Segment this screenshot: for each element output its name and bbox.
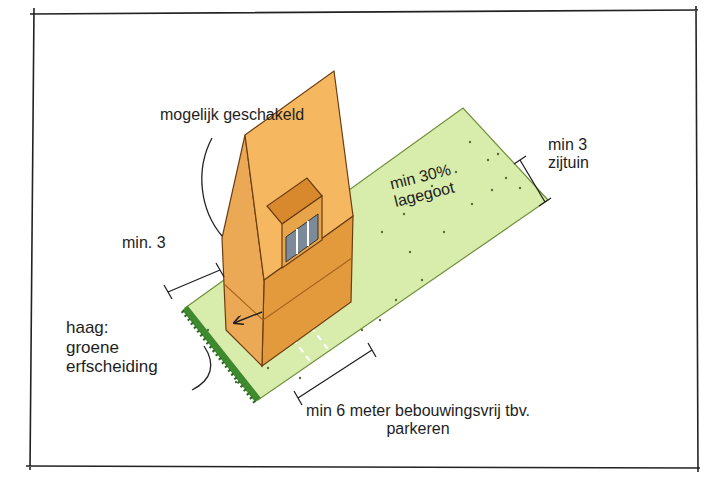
dormer-face	[282, 196, 322, 268]
sketch-frame	[26, 6, 700, 472]
plot-area	[185, 108, 548, 400]
leader-line	[202, 138, 222, 236]
annotation-label: mogelijk geschakeld	[160, 106, 420, 124]
distance-arrow	[234, 312, 262, 323]
dimension-line	[294, 343, 376, 405]
dormer-window	[286, 214, 318, 262]
leader-line	[192, 346, 211, 390]
annotation-label: min 30% lagegoot	[388, 156, 478, 212]
annotation-label: min. 3	[122, 234, 192, 252]
dimension-line	[164, 263, 224, 299]
house-roof	[245, 71, 353, 280]
dimension-line	[514, 156, 551, 206]
annotation-label: haag: groene erfscheiding	[66, 318, 138, 377]
window-mullions	[297, 221, 308, 254]
floor-line	[224, 258, 352, 320]
annotation-label: min 3 zijtuin	[548, 136, 610, 173]
annotation-label: min 6 meter bebouwingsvrij tbv. parkeren	[302, 402, 534, 439]
